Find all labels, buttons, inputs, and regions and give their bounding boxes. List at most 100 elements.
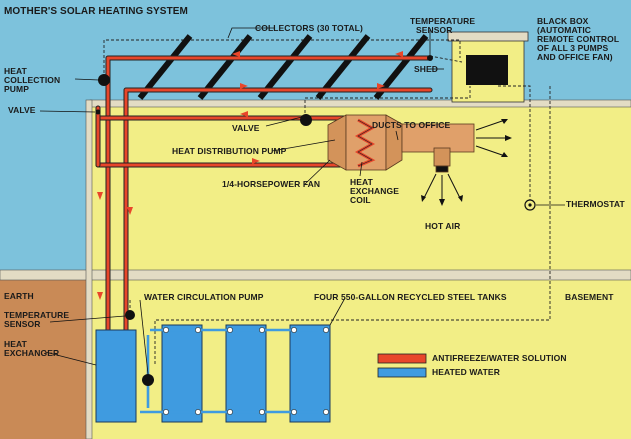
water-circulation-pump-label: WATER CIRCULATION PUMP xyxy=(144,292,264,302)
air-arrowhead xyxy=(501,152,508,157)
temperature-sensor-top-line1: TEMPERATURE xyxy=(410,16,476,26)
leader-line xyxy=(227,27,275,39)
earth-ground xyxy=(0,275,92,439)
duct-vent xyxy=(435,165,449,173)
coil-outline xyxy=(357,119,373,167)
flow-arrow xyxy=(240,83,248,89)
water-circulation-pump xyxy=(142,374,154,386)
coil-line1: HEAT xyxy=(350,177,373,187)
temperature-sensor-low-line1: TEMPERATURE xyxy=(4,310,70,320)
heat-exchanger-line2: EXCHANGER xyxy=(4,348,60,358)
air-arrow xyxy=(475,119,508,157)
flow-arrow xyxy=(97,292,103,300)
tanks-label: FOUR 550-GALLON RECYCLED STEEL TANKS xyxy=(314,292,507,302)
black-box-label: BLACK BOX (AUTOMATIC REMOTE CONTROL OF A… xyxy=(537,17,619,62)
storage-tank-3 xyxy=(225,324,267,423)
temperature-sensor-top-line2: SENSOR xyxy=(416,25,453,35)
leader-line xyxy=(304,159,331,185)
thermostat-dot xyxy=(528,203,532,207)
valve-left xyxy=(95,109,101,115)
flow-arrow xyxy=(377,83,385,89)
black-box xyxy=(466,55,508,85)
temperature-sensor-top xyxy=(427,55,433,61)
fan-label: 1/4-HORSEPOWER FAN xyxy=(222,179,321,189)
duct-taper xyxy=(385,114,403,171)
valve-left-label: VALVE xyxy=(8,105,36,115)
heat-collection-line1: HEAT xyxy=(4,66,27,76)
control-wire-sensor xyxy=(429,55,463,63)
storage-tank-4 xyxy=(289,324,331,423)
control-wire-basement xyxy=(154,86,551,365)
tank-fitting xyxy=(195,409,201,415)
heat-exchange-coil-label: HEAT EXCHANGE COIL xyxy=(350,178,399,205)
air-arrowhead xyxy=(421,195,426,202)
legend-swatch-antifreeze xyxy=(377,353,427,364)
heat-distribution-pump xyxy=(300,114,312,126)
temperature-sensor-low xyxy=(125,310,135,320)
leader-line xyxy=(139,299,149,375)
leader-line xyxy=(44,351,97,366)
leader-line xyxy=(39,110,96,113)
flow-arrow xyxy=(127,207,133,215)
thermostat-label: THERMOSTAT xyxy=(566,199,625,209)
leader-line xyxy=(49,315,126,323)
legend-label-heated-water: HEATED WATER xyxy=(432,367,500,377)
coil-line3: COIL xyxy=(350,195,371,205)
tank-fitting xyxy=(163,327,169,333)
floor-slab xyxy=(0,269,631,281)
air-arrowhead xyxy=(439,199,445,206)
storage-tank-1 xyxy=(95,329,137,423)
tank-fitting xyxy=(195,327,201,333)
flow-arrow xyxy=(232,51,240,57)
leader-line xyxy=(74,78,100,81)
leader-line xyxy=(271,139,336,152)
heat-collection-pump-label: HEAT COLLECTION PUMP xyxy=(4,67,60,94)
earth-label: EARTH xyxy=(4,291,34,301)
black-box-line2: (AUTOMATIC xyxy=(537,25,592,35)
tank-fitting xyxy=(259,409,265,415)
tank-fitting xyxy=(323,327,329,333)
temperature-sensor-top-label: TEMPERATURE SENSOR xyxy=(410,17,475,35)
air-arrowhead xyxy=(458,195,463,202)
left-wall xyxy=(85,99,93,439)
tank-fitting xyxy=(323,409,329,415)
control-wire-collection-pump xyxy=(103,39,461,78)
heat-collection-line2: COLLECTION xyxy=(4,75,61,85)
black-box-line4: OF ALL 3 PUMPS xyxy=(537,43,609,53)
duct-outlet xyxy=(433,147,451,167)
air-arrowhead xyxy=(505,135,512,141)
tank-fitting xyxy=(259,327,265,333)
air-arrow xyxy=(423,173,461,202)
valve-mid-label: VALVE xyxy=(232,123,260,133)
flow-arrow xyxy=(97,192,103,200)
ducts-label: DUCTS TO OFFICE xyxy=(372,120,451,130)
black-box-line1: BLACK BOX xyxy=(537,16,589,26)
coil-line2: EXCHANGE xyxy=(350,186,399,196)
legend-swatch-heated-water xyxy=(377,367,427,378)
storage-tank-2 xyxy=(161,324,203,423)
shed-label: SHED xyxy=(414,64,439,74)
diagram-title: MOTHER'S SOLAR HEATING SYSTEM xyxy=(4,6,188,17)
heat-collection-pump xyxy=(98,74,110,86)
black-box-line3: REMOTE CONTROL xyxy=(537,34,620,44)
tank-fitting xyxy=(163,409,169,415)
leader-line xyxy=(395,130,399,141)
temperature-sensor-low-line2: SENSOR xyxy=(4,319,41,329)
fan-housing xyxy=(327,114,347,171)
heat-collection-line3: PUMP xyxy=(4,84,29,94)
shed-roof xyxy=(447,31,529,42)
flow-arrow xyxy=(240,111,248,117)
tank-fitting xyxy=(227,327,233,333)
tank-fitting xyxy=(291,409,297,415)
collectors-label: COLLECTORS (30 TOTAL) xyxy=(255,23,363,33)
heat-distribution-pump-label: HEAT DISTRIBUTION PUMP xyxy=(172,146,287,156)
temperature-sensor-low-label: TEMPERATURE SENSOR xyxy=(4,311,69,329)
air-arrowhead xyxy=(501,119,508,124)
leader-line xyxy=(265,116,303,127)
heat-exchanger-label: HEAT EXCHANGER xyxy=(4,340,59,358)
tank-fitting xyxy=(291,327,297,333)
control-wire-thermostat xyxy=(498,85,531,205)
tank-fitting xyxy=(227,409,233,415)
duct-to-office xyxy=(401,123,475,153)
